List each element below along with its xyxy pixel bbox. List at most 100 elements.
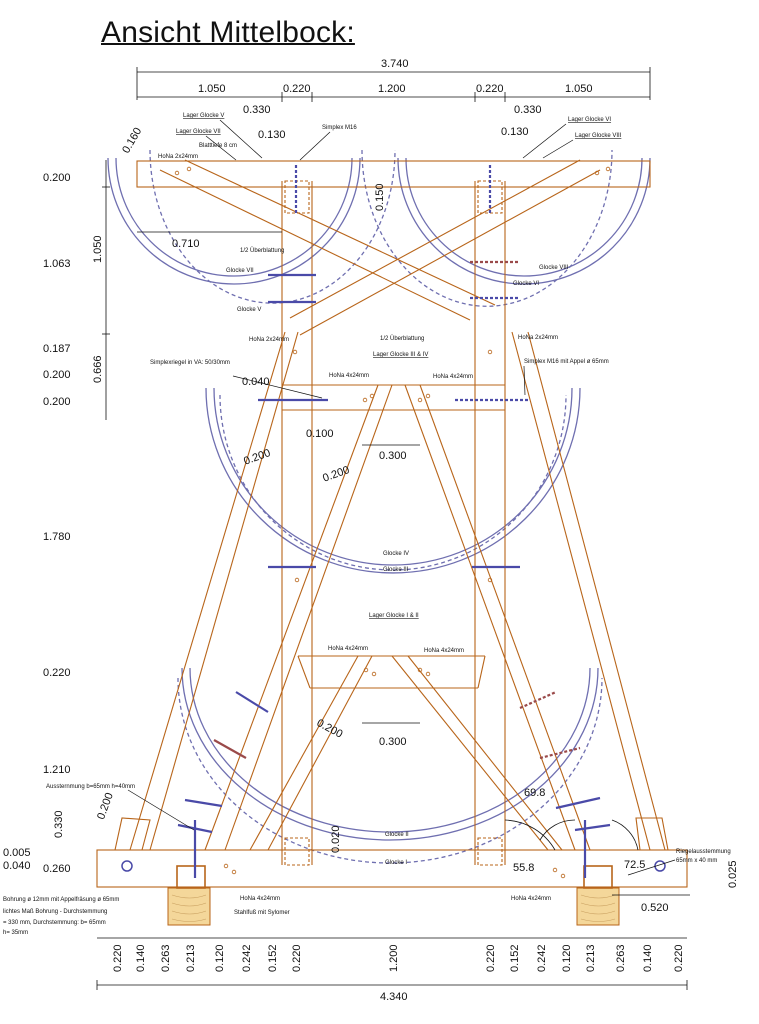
dim-overall-top: 3.740 [381, 58, 409, 70]
label-simplex-appel: Simplex M16 mit Appel ø 65mm [524, 359, 609, 365]
angle-arcs [504, 819, 639, 851]
lower-right-leg [391, 655, 563, 851]
dim-100: 0.100 [306, 428, 334, 440]
label-glocke-iv: Glocke IV [383, 551, 409, 557]
dim-020: 0.020 [330, 825, 342, 853]
right-inner-leg [404, 384, 591, 851]
bottom-dim-14: 0.213 [585, 944, 597, 972]
label-hona-4x24-d: HoNa 4x24mm [424, 648, 464, 654]
dim-top-3: 1.200 [378, 83, 406, 95]
left-inner-leg [204, 384, 393, 851]
right-anchor-circle [654, 860, 666, 872]
bell-arc-vi [361, 149, 613, 307]
bell-arc-vii [107, 157, 361, 285]
bottom-dim-15: 0.263 [615, 944, 627, 972]
label-riegelaussteg-1: Riegelausstemmung [676, 849, 731, 855]
label-bohrung-3: = 330 mm, Durchstemmung: b= 65mm [3, 920, 106, 926]
dim-150: 0.150 [374, 183, 386, 211]
bell-arc-iii [219, 394, 567, 571]
left-dim-5: 0.200 [43, 396, 71, 408]
bottom-dim-9: 1.200 [388, 944, 400, 972]
label-glocke-v: Glocke V [237, 307, 261, 313]
left-dim-6: 1.780 [43, 531, 71, 543]
right-wood-block [576, 887, 620, 926]
bottom-dim-17: 0.220 [673, 944, 685, 972]
left-dim-7: 0.220 [43, 667, 71, 679]
dim-top-5: 1.050 [565, 83, 593, 95]
label-aussteg-b65: Aussternmung b=65mm h=40mm [46, 784, 135, 790]
left-outer-leg [129, 331, 299, 851]
bottom-dim-7: 0.152 [267, 944, 279, 972]
label-hona-4x24-br: HoNa 4x24mm [511, 896, 551, 902]
dim-200-c: 0.200 [315, 717, 345, 741]
angle-725: 72.5 [624, 859, 645, 871]
cross-brace-a [159, 159, 496, 321]
bell-arcs [107, 149, 651, 864]
bottom-dim-8: 0.220 [291, 944, 303, 972]
label-lager-glocke-iii-iv: Lager Glocke III & IV [373, 352, 428, 358]
label-lager-glocke-vii: Lager Glocke VII [176, 129, 221, 135]
label-lager-glocke-v: Lager Glocke V [183, 113, 224, 119]
dim-025: 0.025 [727, 860, 739, 888]
bottom-dim-4: 0.213 [185, 944, 197, 972]
label-simplexriegel: Simplexriegel in VA: 50/30mm [150, 360, 230, 366]
label-stahlfuss: Stahlfuß mit Sylomer [234, 910, 290, 916]
dim-left-130: 0.130 [258, 129, 286, 141]
label-hona-2x24-left: HoNa 2x24mm [249, 337, 289, 343]
label-glocke-ii: Glocke II [385, 832, 409, 838]
dim-overall-bottom: 4.340 [380, 991, 408, 1003]
dim-200-b: 0.200 [321, 464, 351, 485]
right-outer-leg [511, 331, 666, 851]
wood-blocks [167, 865, 620, 926]
dim-330-low: 0.330 [53, 810, 65, 838]
bottom-dim-5: 0.120 [214, 944, 226, 972]
left-dim-1: 0.200 [43, 172, 71, 184]
left-anchor-circle [121, 860, 133, 872]
label-glocke-vii: Glocke VII [226, 268, 254, 274]
bolts [177, 165, 611, 878]
dim-300-upper: 0.300 [379, 450, 407, 462]
bottom-dim-3: 0.263 [160, 944, 172, 972]
label-hona-4x24-c: HoNa 4x24mm [328, 646, 368, 652]
label-glocke-viii: Glocke VIII [539, 265, 569, 271]
label-lager-glocke-vi: Lager Glocke VI [568, 117, 611, 123]
dim-right-330: 0.330 [514, 104, 542, 116]
dim-top-4: 0.220 [476, 83, 504, 95]
left-dim-2: 1.063 [43, 258, 71, 270]
dim-top-1: 1.050 [198, 83, 226, 95]
bell-arc-v [149, 149, 396, 304]
label-riegelaussteg-2: 65mm x 40 mm [676, 858, 717, 864]
left-dim-10: 0.040 [3, 860, 31, 872]
label-bohrung-2: lichtes Maß Bohrung - Durchstemmung [3, 909, 107, 915]
bottom-dim-1: 0.220 [112, 944, 124, 972]
dim-top-2: 0.220 [283, 83, 311, 95]
left-dim-8: 1.210 [43, 764, 71, 776]
lower-left-leg [249, 655, 373, 851]
dimension-text: 3.740 1.050 0.220 1.200 0.220 1.050 0.33… [53, 58, 739, 914]
angle-558: 55.8 [513, 862, 534, 874]
leader-lines [127, 119, 676, 876]
label-lager-glocke-i-ii: Lager Glocke I & II [369, 613, 419, 619]
label-lager-glocke-viii: Lager Glocke VIII [575, 133, 622, 139]
page-title: Ansicht Mittelbock: [101, 16, 355, 49]
middle-beam [282, 384, 505, 411]
left-dim-3: 0.187 [43, 343, 71, 355]
dim-200-d: 0.200 [95, 791, 116, 821]
label-glocke-i: Glocke I [385, 860, 407, 866]
label-bohrung-1: Bohrung ø 12mm mit Appelfräsung ø 65mm [3, 897, 119, 903]
label-hona-2x24-right: HoNa 2x24mm [518, 335, 558, 341]
label-hona-4x24-a: HoNa 4x24mm [329, 373, 369, 379]
dim-040: 0.040 [242, 376, 270, 388]
label-simplex-m16: Simplex M16 [322, 125, 357, 131]
left-dim-4: 0.200 [43, 369, 71, 381]
bottom-dims: 0.220 0.140 0.263 0.213 0.120 0.242 0.15… [112, 944, 685, 972]
dim-710: 0.710 [172, 238, 200, 250]
label-hona-4x24-bl: HoNa 4x24mm [240, 896, 280, 902]
left-dim-9: 0.005 [3, 847, 31, 859]
bottom-sill [96, 849, 688, 888]
bottom-dim-2: 0.140 [135, 944, 147, 972]
angle-698: 69.8 [524, 787, 545, 799]
dim-left-330: 0.330 [243, 104, 271, 116]
dim-v1050: 1.050 [92, 235, 104, 263]
